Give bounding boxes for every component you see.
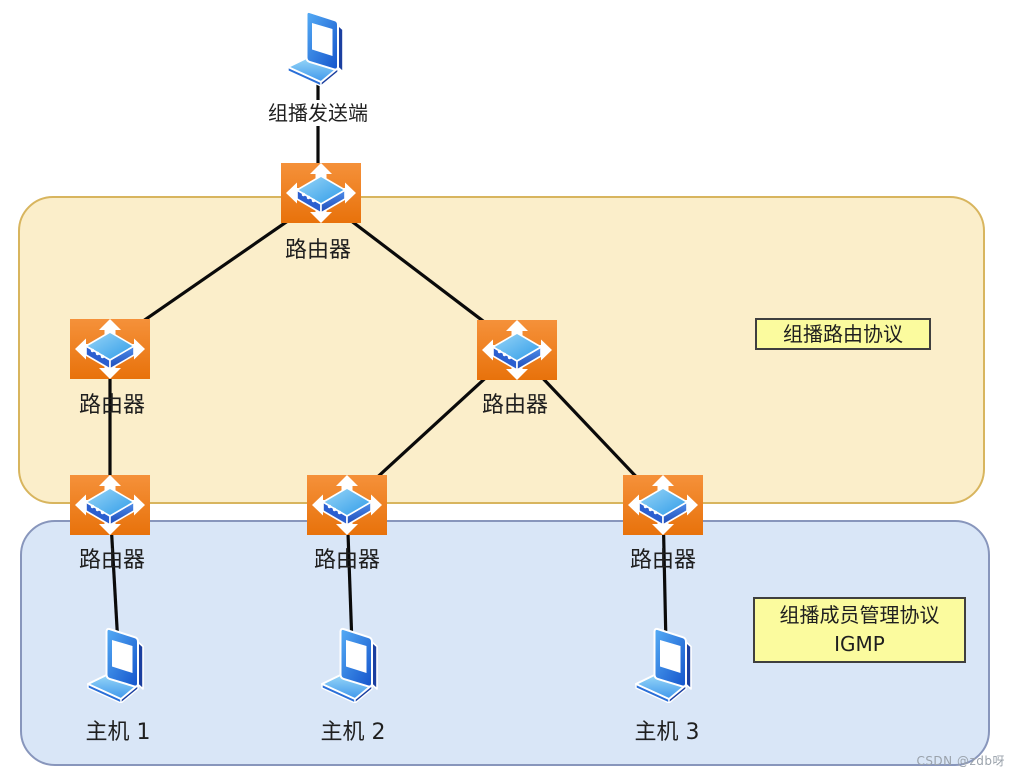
router-icon [623,475,703,535]
router-label: 路由器 [313,548,381,573]
router-label: 路由器 [629,548,697,573]
router-label: 路由器 [481,393,549,418]
zone-callout-routing: 组播路由协议 [755,318,931,350]
router-icon [70,475,150,535]
laptop-icon [635,627,692,703]
sender-label: 组播发送端 [264,100,372,126]
laptop-icon [87,627,144,703]
router-icon [281,163,361,223]
host-label: 主机 3 [634,720,700,745]
router-label: 路由器 [78,393,146,418]
router-label: 路由器 [284,238,352,263]
router-icon [477,320,557,380]
zone-callout-routing-text: 组播路由协议 [783,321,903,346]
router-label: 路由器 [78,548,146,573]
laptop-icon [321,627,378,703]
laptop-icon [287,10,344,86]
router-icon [307,475,387,535]
router-icon [70,319,150,379]
host-label: 主机 1 [85,720,151,745]
zone-callout-igmp-line2: IGMP [834,632,885,656]
zone-callout-igmp: 组播成员管理协议 IGMP [753,597,966,663]
zone-callout-igmp-line1: 组播成员管理协议 [779,603,940,627]
host-label: 主机 2 [320,720,386,745]
watermark: CSDN @zdb呀 [916,754,1005,768]
